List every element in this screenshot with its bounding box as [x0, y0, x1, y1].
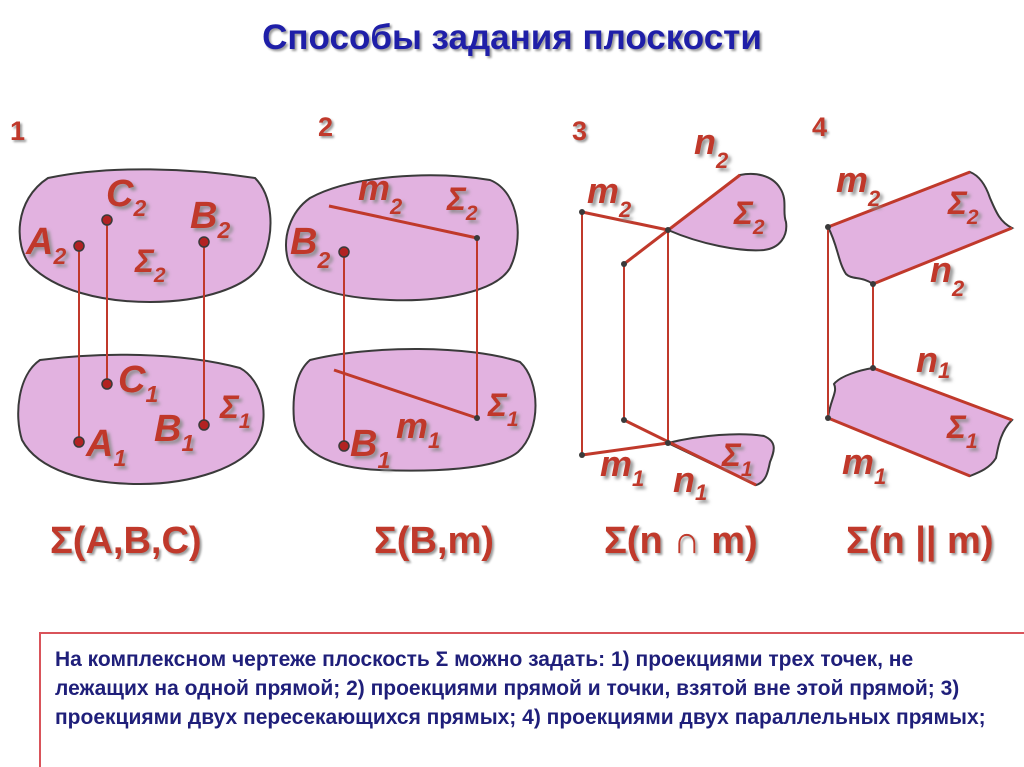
- planes-diagram: A2 C2 B2 Σ2 C1 A1 B1 Σ1 m2 Σ2 B2 B1 m1 Σ…: [17, 121, 1015, 505]
- label-m2: m2: [836, 159, 881, 211]
- label-b1: B1: [350, 423, 390, 473]
- line-m2: [328, 204, 478, 240]
- point-b1: [198, 419, 210, 431]
- label-b2: B2: [290, 221, 330, 273]
- label-sigma1-4: Σ1: [946, 409, 978, 453]
- plane-upper-3: [666, 172, 788, 252]
- point-n1-end: [870, 365, 876, 371]
- label-n2: n2: [930, 249, 965, 301]
- formula-parallel-lines: Σ(n || m): [846, 520, 994, 562]
- point-m1-end: [825, 415, 831, 421]
- line-m1: [827, 416, 971, 478]
- point-intersection-2: [665, 227, 671, 233]
- point-m2-end: [579, 209, 585, 215]
- label-n1: n1: [673, 459, 707, 505]
- page-title: Способы задания плоскости: [262, 18, 762, 57]
- point-b2: [198, 236, 210, 248]
- panel-number-3: 3: [572, 116, 588, 146]
- panel-3: n2 m2 Σ2 m1 n1 Σ1: [579, 121, 788, 505]
- panel-number-1: 1: [10, 116, 26, 146]
- label-m1: m1: [842, 441, 886, 489]
- point-c1: [101, 378, 113, 390]
- label-a1: A1: [85, 423, 126, 471]
- point-intersection-1: [665, 440, 671, 446]
- point-c2: [101, 214, 113, 226]
- label-sigma2-2: Σ2: [446, 181, 478, 225]
- point-n2-end: [621, 261, 627, 267]
- label-sigma2-4: Σ2: [947, 185, 979, 229]
- point-n1-end: [621, 417, 627, 423]
- point-m2-end: [825, 224, 831, 230]
- panel-number-2: 2: [318, 112, 334, 142]
- point-a2: [73, 240, 85, 252]
- label-m2: m2: [358, 167, 403, 219]
- formula-three-points: Σ(A,B,C): [50, 520, 202, 562]
- panel-4: m2 Σ2 n2 n1 Σ1 m1: [825, 159, 1015, 489]
- line-m2: [581, 210, 669, 232]
- formula-intersecting-lines: Σ(n ∩ m): [604, 520, 758, 562]
- point-n2-end: [870, 281, 876, 287]
- label-a2: A2: [25, 221, 66, 269]
- point-m1-end: [579, 452, 585, 458]
- line-n2: [623, 173, 741, 266]
- label-sigma1-1: Σ1: [219, 389, 251, 433]
- label-m2: m2: [587, 170, 632, 222]
- label-c2: C2: [106, 173, 146, 221]
- line-n1: [872, 366, 1013, 422]
- label-m1: m1: [396, 405, 440, 453]
- point-m2-end: [474, 235, 480, 241]
- label-n1: n1: [916, 339, 950, 383]
- panel-1: A2 C2 B2 Σ2 C1 A1 B1 Σ1: [17, 168, 272, 486]
- label-b1: B1: [154, 408, 194, 456]
- explanation-text: На комплексном чертеже плоскость Σ можно…: [55, 648, 986, 729]
- label-sigma2-1: Σ2: [134, 243, 166, 287]
- label-n2: n2: [694, 121, 729, 173]
- panel-2: m2 Σ2 B2 B1 m1 Σ1: [285, 167, 537, 473]
- line-m2: [827, 170, 971, 229]
- panel-number-4: 4: [812, 112, 828, 142]
- label-c1: C1: [118, 359, 158, 407]
- label-sigma1-3: Σ1: [721, 437, 753, 481]
- label-b2: B2: [190, 195, 230, 243]
- line-m1: [581, 441, 669, 457]
- plane-lower-2: [292, 348, 537, 472]
- label-m1: m1: [600, 443, 644, 491]
- line-m1: [333, 368, 478, 420]
- point-m1-end: [474, 415, 480, 421]
- point-a1: [73, 436, 85, 448]
- label-sigma2-3: Σ2: [733, 195, 765, 239]
- point-b2: [338, 246, 350, 258]
- point-b1: [338, 440, 350, 452]
- plane-upper-1: [18, 168, 272, 304]
- line-n1: [623, 418, 757, 487]
- formula-line-and-point: Σ(B,m): [374, 520, 494, 562]
- plane-lower-3: [665, 433, 775, 487]
- explanation-box: На комплексном чертеже плоскость Σ можно…: [39, 632, 1024, 767]
- label-sigma1-2: Σ1: [487, 387, 519, 431]
- line-n2: [872, 226, 1013, 286]
